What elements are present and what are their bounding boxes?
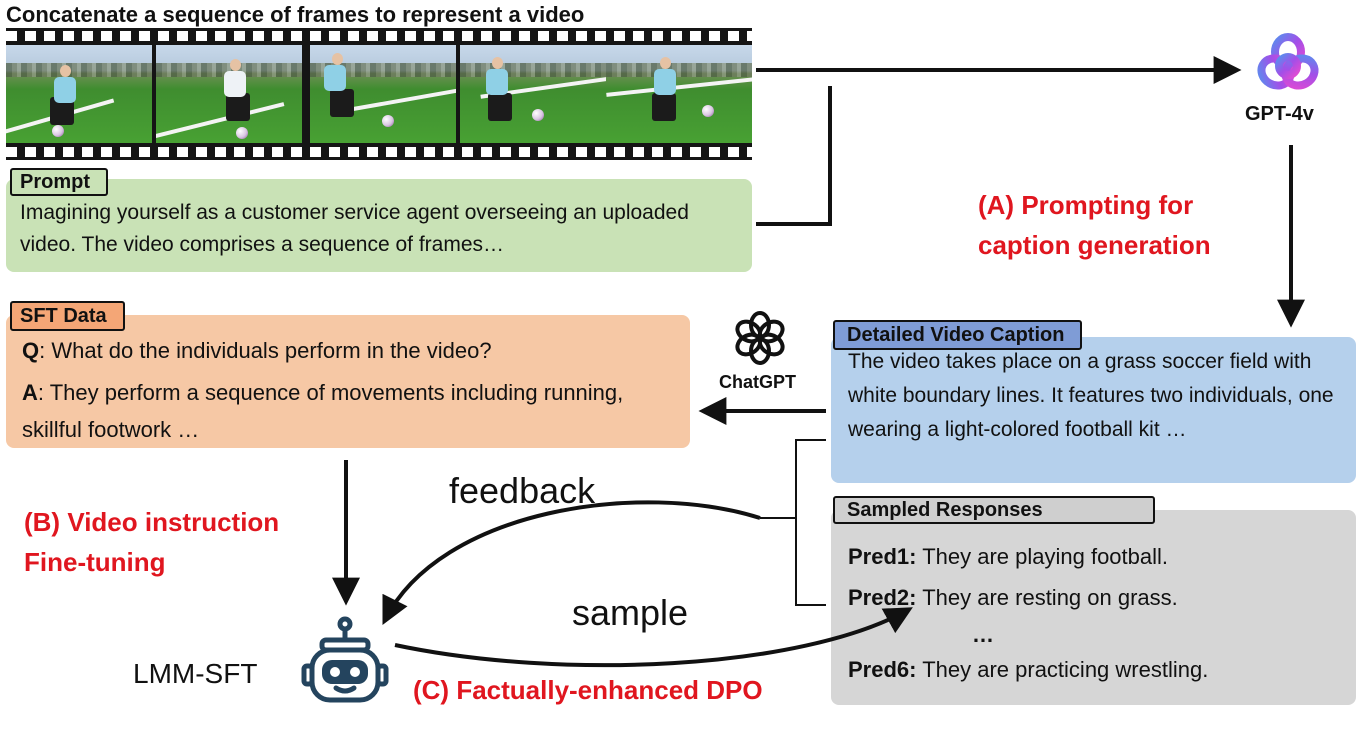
stage-a-line-1: (A) Prompting for <box>978 190 1194 220</box>
video-caption-tag: Detailed Video Caption <box>833 320 1083 350</box>
prompt-text: Imagining yourself as a customer service… <box>20 201 689 256</box>
answer-key: A <box>22 380 38 405</box>
chatgpt-label: ChatGPT <box>719 372 797 392</box>
question-text: : What do the individuals perform in the… <box>39 338 492 363</box>
response-text: They are resting on grass. <box>916 585 1178 610</box>
film-sprockets-top <box>6 31 752 41</box>
sampled-responses-tag: Sampled Responses <box>833 496 1155 524</box>
stage-c-label: (C) Factually-enhanced DPO <box>413 675 763 705</box>
question-key: Q <box>22 338 40 363</box>
video-frame <box>460 45 606 143</box>
prompt-tag: Prompt <box>10 168 108 196</box>
arrow-sample <box>394 607 913 668</box>
prompt-box <box>6 179 752 272</box>
response-bracket <box>795 439 826 606</box>
answer-text: : They perform a sequence of movements i… <box>22 380 624 442</box>
response-item: Pred1: They are playing football. <box>848 544 1168 570</box>
openai-logo-icon <box>735 311 785 365</box>
video-frame <box>310 45 456 143</box>
response-key: Pred6: <box>848 657 917 682</box>
gpt4v-logo-icon <box>1257 33 1319 90</box>
stage-b-line-2: Fine-tuning <box>24 547 166 577</box>
video-frame <box>606 45 752 143</box>
response-ellipsis: … <box>972 622 994 647</box>
response-text: They are playing football. <box>916 544 1169 569</box>
feedback-label: feedback <box>449 470 596 511</box>
video-frame <box>156 45 302 143</box>
gpt4v-label: GPT-4v <box>1245 103 1314 125</box>
sampled-responses-box <box>831 510 1356 705</box>
sft-data-box <box>6 315 690 448</box>
stage-a-label: (A) Prompting for caption generation <box>978 185 1211 265</box>
film-sprockets-bottom <box>6 147 752 157</box>
stage-a-line-2: caption generation <box>978 230 1211 260</box>
sft-question: Q: What do the individuals perform in th… <box>22 338 492 364</box>
sft-answer: A: They perform a sequence of movements … <box>22 374 682 448</box>
stage-b-line-1: (B) Video instruction <box>24 507 280 537</box>
video-film-strip <box>6 28 752 160</box>
sft-data-tag: SFT Data <box>10 301 125 331</box>
response-item: Pred2: They are resting on grass. <box>848 585 1178 611</box>
prompt-connector <box>756 86 832 226</box>
response-text: They are practicing wrestling. <box>916 657 1209 682</box>
response-key: Pred2: <box>848 585 917 610</box>
video-caption-box <box>831 337 1356 483</box>
response-key: Pred1: <box>848 544 917 569</box>
video-frame <box>6 45 152 143</box>
stage-b-label: (B) Video instruction Fine-tuning <box>24 502 279 582</box>
arrow-feedback <box>382 500 761 626</box>
sample-label: sample <box>572 592 689 633</box>
diagram-title: Concatenate a sequence of frames to repr… <box>6 2 585 27</box>
video-caption-text: The video takes place on a grass soccer … <box>848 350 1334 441</box>
response-item: Pred6: They are practicing wrestling. <box>848 657 1208 683</box>
robot-icon <box>300 614 390 726</box>
lmm-sft-label: LMM-SFT <box>133 658 258 689</box>
